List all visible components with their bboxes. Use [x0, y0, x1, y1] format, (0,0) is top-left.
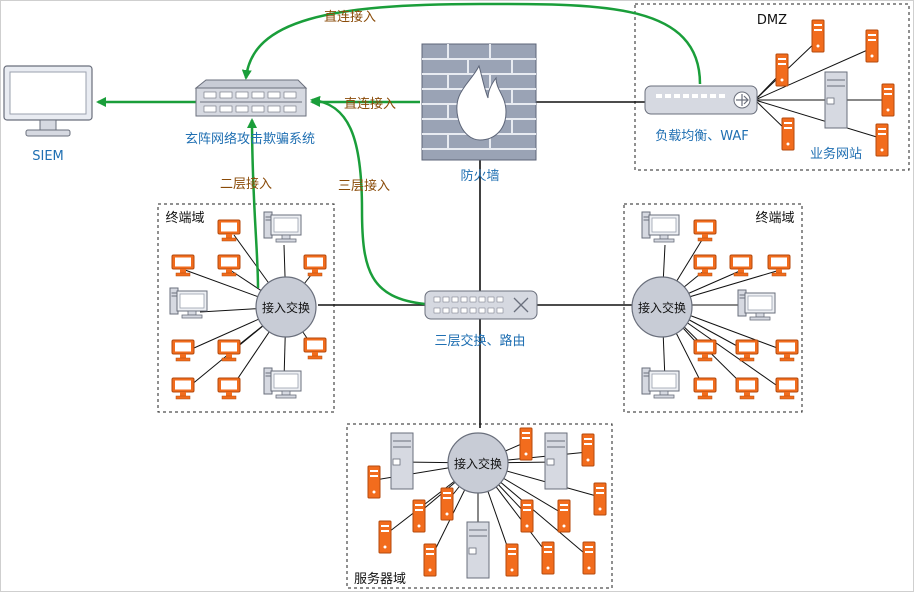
switch-icon [424, 290, 538, 320]
firewall-label: 防火墙 [460, 168, 499, 184]
access-switch-to-deception-arrow [247, 118, 260, 289]
access-switch-left-hub-icon [255, 276, 317, 338]
server-domain-label: 服务器域 [354, 571, 406, 587]
layer3-access-label: 三层接入 [338, 178, 390, 194]
terminal-domain-left-label: 终端域 [165, 210, 204, 226]
dmz-label: DMZ [757, 13, 787, 28]
access-switch-server-hub-icon [447, 432, 509, 494]
direct-access-firewall-label: 直连接入 [344, 96, 396, 112]
load-balancer-icon [644, 85, 758, 115]
backbone-links [318, 101, 645, 428]
terminal-domain-right-label: 终端域 [755, 210, 794, 226]
siem-monitor-icon [3, 65, 93, 137]
integration-links [96, 2, 702, 306]
dmz-box [634, 3, 910, 171]
access-switch-left-label: 接入交换 [262, 300, 310, 315]
lb-waf-label: 负载均衡、WAF [655, 129, 749, 144]
terminal-domain-right-box [623, 203, 803, 413]
access-switch-right-label: 接入交换 [638, 300, 686, 315]
core-switch-label: 三层交换、路由 [434, 333, 525, 349]
brick-wall-fire-icon [421, 43, 537, 161]
direct-access-top-label: 直连接入 [324, 9, 376, 25]
access-switch-server-label: 接入交换 [454, 456, 502, 471]
siem-label: SIEM [32, 149, 64, 164]
rack-appliance-icon [194, 79, 308, 117]
dmz-devices [775, 19, 895, 157]
access-switch-right-hub-icon [631, 276, 693, 338]
layer2-access-label: 二层接入 [220, 176, 272, 192]
core-switch-to-deception-arrow [310, 95, 426, 306]
web-sites-label: 业务网站 [810, 146, 862, 162]
lb-to-deception-arrow [241, 2, 702, 85]
deception-system-label: 玄阵网络攻击欺骗系统 [185, 131, 315, 147]
